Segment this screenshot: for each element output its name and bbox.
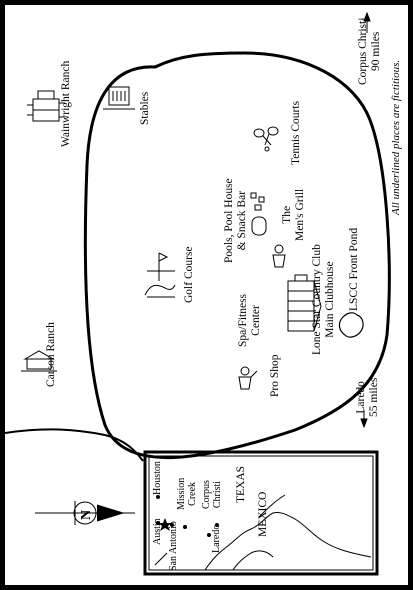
inset-san-antonio-label: San Antonio (168, 521, 179, 571)
inset-map (143, 450, 379, 576)
corpus-christi-arrow (363, 11, 371, 33)
clubhouse-icon (287, 274, 322, 332)
carson-ranch-icon (21, 350, 57, 372)
pools-label: Pools, Pool House & Snack Bar (223, 178, 248, 263)
laredo-dot (207, 533, 211, 537)
stables-label: Stables (139, 91, 151, 125)
inset-laredo-label: Laredo (211, 524, 222, 553)
compass-north-letter: N (79, 509, 94, 520)
chef-icon (272, 244, 286, 268)
wainwright-ranch-label: Wainwright Ranch (60, 60, 72, 147)
inset-mission-creek-label: Mission Creek (176, 477, 198, 510)
fictitious-places-note: All underlined places are fictitious. (390, 59, 402, 215)
inset-corpus-christi-label: Corpus Christi (201, 480, 223, 509)
carson-ranch-label: Carson Ranch (45, 322, 57, 387)
capital-star-icon (158, 518, 172, 531)
pool-icon (250, 192, 267, 236)
laredo-arrow (360, 410, 368, 429)
pro-shop-label: Pro Shop (269, 354, 281, 398)
inset-mexico-label: MEXICO (257, 491, 269, 537)
spa-label: Spa/Fitness Center (237, 293, 262, 347)
stables-icon (103, 86, 135, 110)
corpus-christi-distance-label: Corpus Christi 90 miles (357, 17, 382, 85)
state-border-line (5, 428, 144, 462)
map-drawing (5, 11, 391, 576)
golf-course-label: Golf Course (183, 246, 195, 303)
mens-grill-label: The Men's Grill (281, 188, 306, 241)
inset-texas-label: TEXAS (235, 465, 247, 503)
houston-dot (156, 495, 160, 499)
mission-creek-dot (183, 525, 187, 529)
resort-boundary (83, 51, 391, 459)
laredo-distance-label: Laredo 55 miles (355, 377, 380, 417)
clubhouse-label: Lone Star Country Club Main Clubhouse (311, 244, 336, 355)
inset-houston-label: Houston (152, 461, 163, 495)
san-antonio-dot (170, 523, 174, 527)
corpus-christi-dot (215, 523, 219, 527)
tennis-rackets-icon (253, 126, 279, 152)
tennis-courts-label: Tennis Courts (290, 100, 302, 165)
front-pond (338, 312, 364, 338)
ranch-house-icon (27, 90, 65, 122)
map-paper: Wainwright Ranch Stables Tennis Courts P… (5, 5, 408, 585)
front-pond-label: LSCC Front Pond (348, 227, 360, 311)
inset-austin-label: Austin (152, 518, 163, 545)
golfer-icon (238, 366, 258, 390)
compass-icon (35, 501, 135, 525)
golf-course-icon (144, 252, 176, 298)
